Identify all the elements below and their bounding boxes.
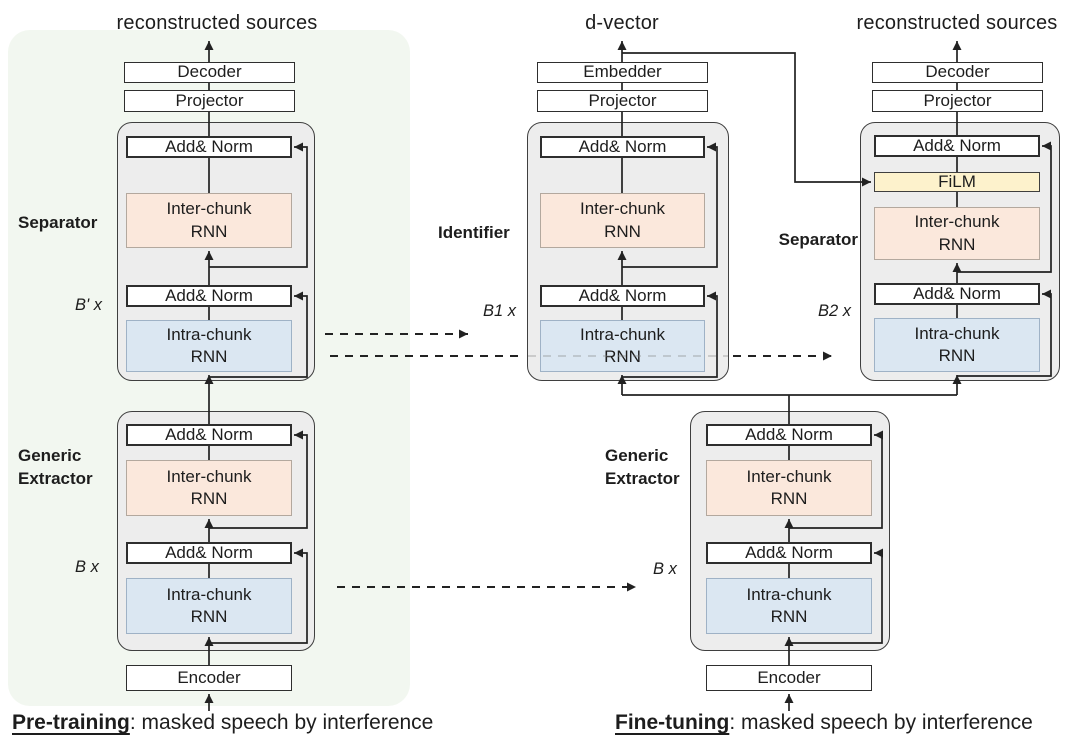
finetune-separator-addnorm-top: Add& Norm xyxy=(874,135,1040,157)
pretrain-extractor-intra-chunk-rnn: Intra-chunk RNN xyxy=(126,578,292,634)
pretrain-separator-repeat-label: B' x xyxy=(75,296,102,314)
finetune-separator-repeat-label: B2 x xyxy=(818,302,852,320)
pretrain-separator-label: Separator xyxy=(18,213,98,232)
identifier-repeat-label: B1 x xyxy=(483,302,517,320)
finetune-separator-intra-chunk-rnn: Intra-chunk RNN xyxy=(874,318,1040,372)
finetune-extractor-label: Generic Extractor xyxy=(605,446,680,488)
pretrain-extractor-label: Generic Extractor xyxy=(18,446,93,488)
pretrain-extractor-addnorm-bottom: Add& Norm xyxy=(126,542,292,564)
finetune-separator-addnorm-bottom: Add& Norm xyxy=(874,283,1040,305)
identifier-addnorm-top: Add& Norm xyxy=(540,136,705,158)
dvector-output-label: d-vector xyxy=(585,12,659,34)
finetune-output-label: reconstructed sources xyxy=(856,12,1058,34)
finetune-extractor-addnorm-top: Add& Norm xyxy=(706,424,872,446)
identifier-addnorm-bottom: Add& Norm xyxy=(540,285,705,307)
pretrain-separator-intra-chunk-rnn: Intra-chunk RNN xyxy=(126,320,292,372)
finetune-extractor-intra-chunk-rnn: Intra-chunk RNN xyxy=(706,578,872,634)
finetune-extractor-addnorm-bottom: Add& Norm xyxy=(706,542,872,564)
finetune-separator-inter-chunk-rnn: Inter-chunk RNN xyxy=(874,207,1040,260)
finetune-decoder-box: Decoder xyxy=(872,62,1043,83)
pretrain-extractor-addnorm-top: Add& Norm xyxy=(126,424,292,446)
finetuning-caption-term: Fine-tuning xyxy=(615,711,730,734)
identifier-projector-box: Projector xyxy=(537,90,708,112)
identifier-intra-chunk-rnn: Intra-chunk RNN xyxy=(540,320,705,372)
finetune-extractor-repeat-label: B x xyxy=(653,560,677,578)
pretrain-projector-box: Projector xyxy=(124,90,295,112)
embedder-box: Embedder xyxy=(537,62,708,83)
finetune-separator-label: Separator xyxy=(778,230,858,249)
finetuning-caption-rest: : masked speech by interference xyxy=(729,711,1033,734)
finetune-encoder-box: Encoder xyxy=(706,665,872,691)
identifier-label: Identifier xyxy=(438,223,510,242)
film-layer-box: FiLM xyxy=(874,172,1040,192)
pretrain-extractor-inter-chunk-rnn: Inter-chunk RNN xyxy=(126,460,292,516)
pretrain-separator-addnorm-top: Add& Norm xyxy=(126,136,292,158)
finetune-projector-box: Projector xyxy=(872,90,1043,112)
pretrain-decoder-box: Decoder xyxy=(124,62,295,83)
finetuning-caption: Fine-tuning: masked speech by interferen… xyxy=(615,711,1033,735)
pretrain-output-label: reconstructed sources xyxy=(116,12,318,34)
pretrain-extractor-repeat-label: B x xyxy=(75,558,99,576)
pretrain-encoder-box: Encoder xyxy=(126,665,292,691)
pretraining-caption: Pre-training: masked speech by interfere… xyxy=(12,711,433,735)
pretrain-separator-addnorm-bottom: Add& Norm xyxy=(126,285,292,307)
pretrain-separator-inter-chunk-rnn: Inter-chunk RNN xyxy=(126,193,292,248)
pretraining-caption-term: Pre-training xyxy=(12,711,130,734)
pretraining-caption-rest: : masked speech by interference xyxy=(129,711,434,734)
finetune-extractor-inter-chunk-rnn: Inter-chunk RNN xyxy=(706,460,872,516)
identifier-inter-chunk-rnn: Inter-chunk RNN xyxy=(540,193,705,248)
